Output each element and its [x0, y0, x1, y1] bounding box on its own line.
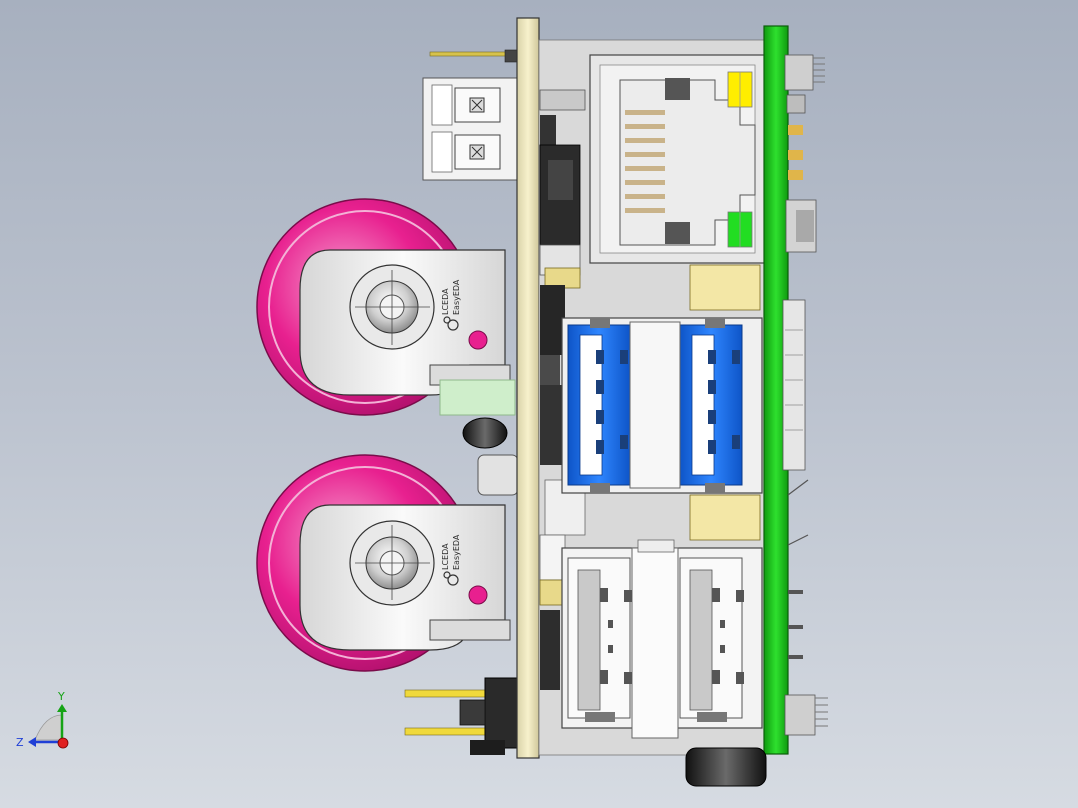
left-board-edge: [516, 17, 540, 759]
coin-cell-battery-top: LCEDA EasyEDA: [256, 198, 511, 416]
x-axis-dot-icon: [57, 737, 69, 749]
view-orientation-icon[interactable]: Y Z: [16, 690, 69, 749]
holder-text-easyeda: EasyEDA: [452, 279, 461, 315]
pad-area-lower: [689, 494, 761, 541]
holder-text-lceda: LCEDA: [441, 288, 450, 315]
rj45-ethernet-jack: [589, 54, 766, 264]
right-side-hardware: [782, 54, 828, 736]
bead-component: [462, 417, 508, 449]
usb3-double-connector: [561, 317, 763, 494]
pad-area-upper: [689, 264, 761, 311]
holder-text-lceda: LCEDA: [441, 543, 450, 570]
pin-header-bottom: [404, 677, 521, 755]
holder-text-easyeda: EasyEDA: [452, 534, 461, 570]
usb2-double-connector: [561, 539, 763, 739]
rj45-contacts: [625, 110, 665, 213]
pin-header-top: [429, 49, 521, 63]
coin-cell-battery-bottom: LCEDA EasyEDA: [256, 454, 511, 672]
small-components-column: [539, 89, 586, 690]
bottom-roller-component: [685, 747, 767, 787]
screw-terminal-block: [422, 77, 519, 181]
y-axis-label: Y: [57, 690, 65, 703]
holder-logo-icon: [443, 571, 459, 586]
z-axis-label: Z: [16, 736, 24, 749]
holder-clip-strip: [439, 379, 516, 416]
small-bracket: [477, 454, 519, 496]
right-pcb-edge: [763, 25, 789, 755]
z-axis-arrow-icon: [28, 737, 36, 747]
y-axis-arrow-icon: [57, 704, 67, 712]
holder-logo-icon: [443, 316, 459, 331]
